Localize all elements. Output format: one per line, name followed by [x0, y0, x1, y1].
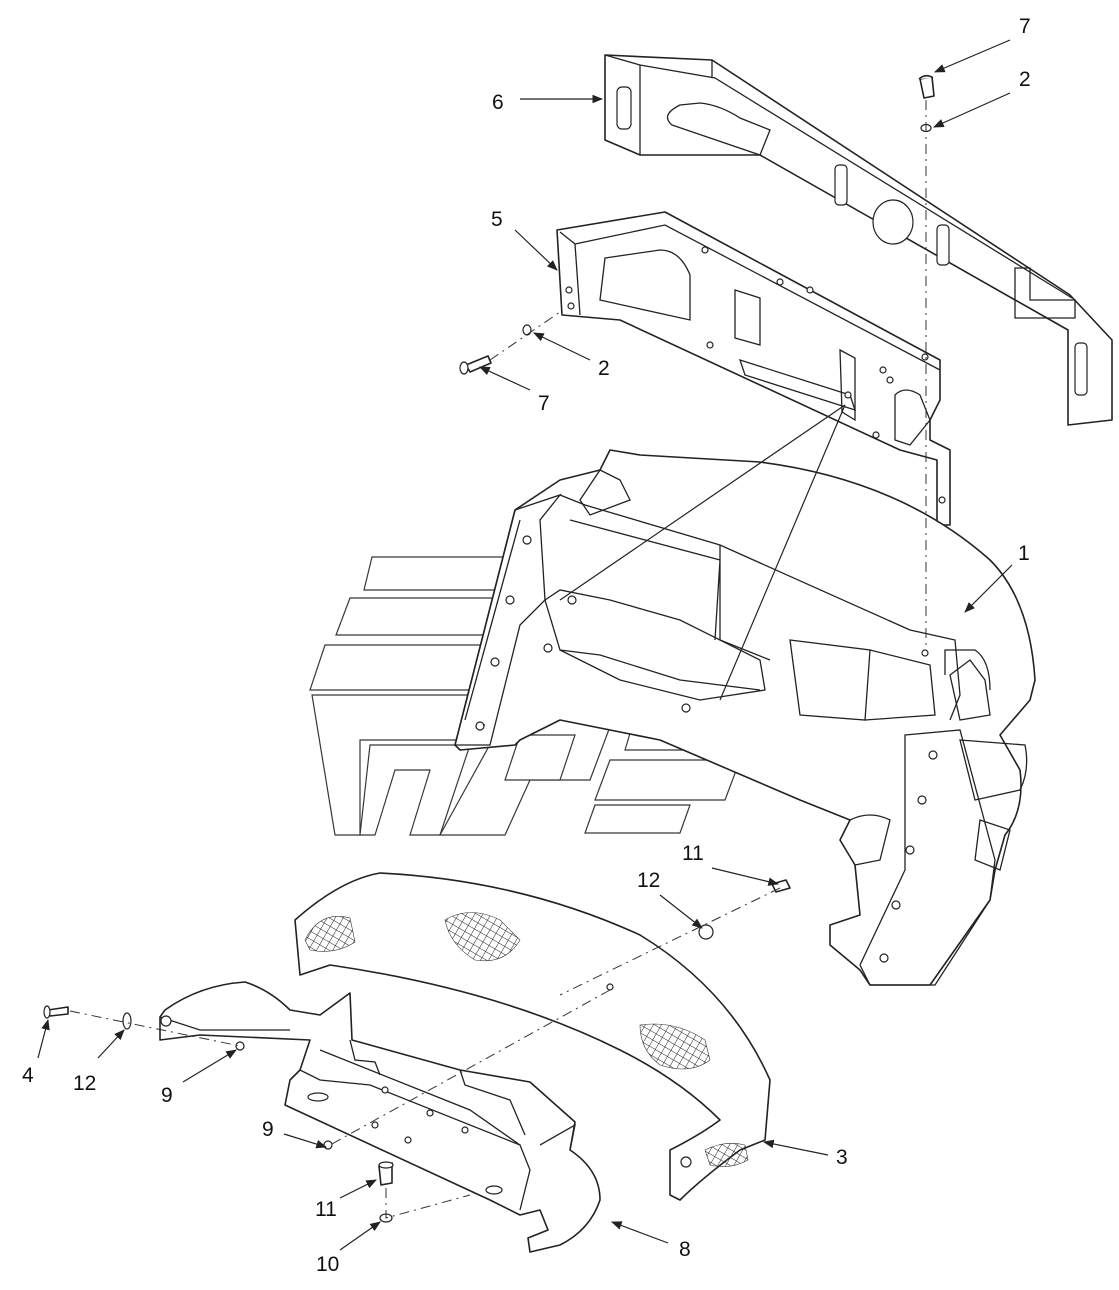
alignment-lines — [69, 100, 927, 1219]
callout-12-left: 12 — [73, 1072, 96, 1095]
callout-9-bottom: 9 — [262, 1118, 274, 1141]
callout-2-top: 2 — [1019, 68, 1031, 91]
fasteners-upper — [459, 74, 935, 375]
callout-9-left: 9 — [161, 1084, 173, 1107]
callout-10: 10 — [316, 1253, 339, 1276]
callout-2-mid: 2 — [598, 357, 610, 380]
callout-6: 6 — [492, 91, 504, 114]
part-3-front-mesh-cover — [294, 872, 771, 1201]
callout-5: 5 — [491, 208, 503, 231]
callout-4: 4 — [22, 1064, 34, 1087]
callout-7-mid: 7 — [538, 392, 550, 415]
callout-7-top: 7 — [1019, 15, 1031, 38]
part-8-lower-bracket — [159, 981, 601, 1253]
part-1-main-frame — [454, 449, 1036, 986]
part-6-rear-plate — [604, 54, 1113, 426]
callout-11-right: 11 — [682, 842, 704, 865]
callout-labels: 7 2 6 5 2 7 1 11 12 4 12 9 9 3 11 8 10 — [22, 15, 1031, 1276]
part-5-mount-bracket — [556, 211, 951, 526]
callout-8: 8 — [679, 1238, 691, 1261]
callout-12-right: 12 — [637, 869, 660, 892]
callout-leaders — [37, 39, 1013, 1251]
callout-1: 1 — [1018, 542, 1030, 565]
callout-3: 3 — [836, 1146, 848, 1169]
callout-11-bottom: 11 — [315, 1198, 337, 1221]
